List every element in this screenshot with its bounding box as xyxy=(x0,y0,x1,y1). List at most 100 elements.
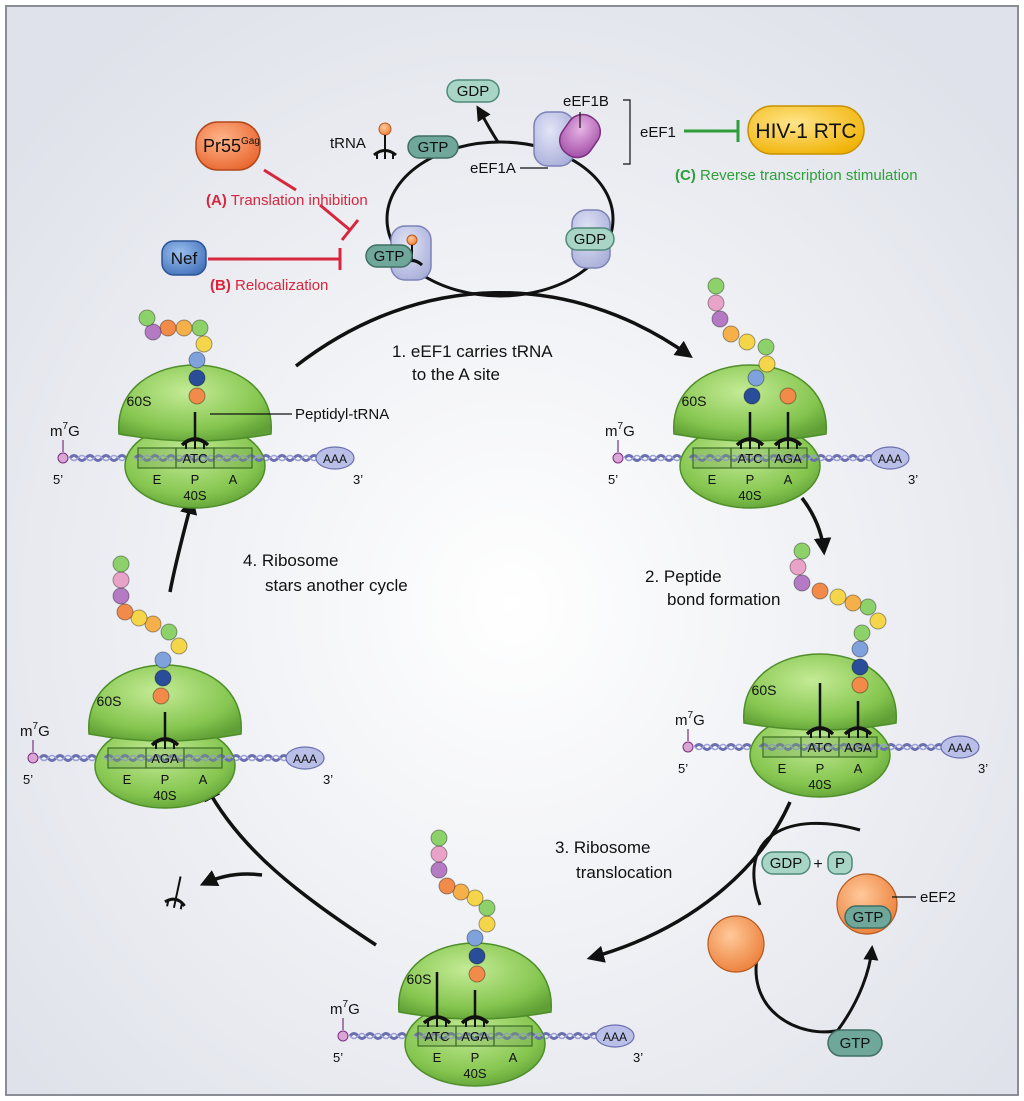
amino-acid-bead xyxy=(793,574,811,592)
gdp-pill-top xyxy=(446,79,500,103)
gdp-pill-right-label: GDP xyxy=(574,231,607,248)
main-cycle-arrows xyxy=(168,291,832,963)
step4-line2: stars another cycle xyxy=(265,576,408,595)
amino-acid-bead xyxy=(811,582,829,600)
three-prime-label: 3’ xyxy=(353,472,363,487)
label-b-text: Relocalization xyxy=(231,277,329,294)
eef2-input-gtp-label: GTP xyxy=(840,1035,871,1052)
cap-label: m7G xyxy=(675,710,705,729)
poly-a-label: AAA xyxy=(603,1030,627,1044)
site-letter: P xyxy=(471,1050,480,1065)
eef2-cycle-bottom xyxy=(754,944,841,1034)
trna-anticodon-arm xyxy=(735,437,765,447)
label-40s: 40S xyxy=(153,788,176,803)
cap-dot xyxy=(337,1030,349,1042)
amino-acid-bead xyxy=(112,587,130,605)
poly-a-tail xyxy=(870,446,910,470)
eef2-p-label: P xyxy=(835,855,845,872)
amino-acid-bead xyxy=(851,658,869,676)
site-letter: E xyxy=(708,472,717,487)
pr55-inhibit-line-1 xyxy=(263,168,297,192)
cap-label: m7G xyxy=(330,999,360,1018)
amino-acid-bead xyxy=(869,612,887,630)
amino-acid-bead xyxy=(707,294,725,312)
amino-acid-bead xyxy=(438,877,456,895)
step4-line1: 4. Ribosome xyxy=(243,551,338,570)
nef-box xyxy=(161,240,207,276)
aa-on-trna xyxy=(406,234,418,246)
site-letter: A xyxy=(854,761,863,776)
pr55-gag-label: Pr55Gag xyxy=(203,136,260,156)
amino-acid-bead xyxy=(853,624,871,642)
amino-acid-bead xyxy=(789,558,807,576)
site-letter: P xyxy=(746,472,755,487)
cap-dot xyxy=(612,452,624,464)
eef2-gdp-pill xyxy=(761,851,811,875)
amino-acid-bead xyxy=(188,351,206,369)
eef2-plus: + xyxy=(813,856,822,873)
codon-label: AGA xyxy=(774,451,802,466)
site-letter: E xyxy=(433,1050,442,1065)
site-e-box xyxy=(692,447,732,469)
cap-g: G xyxy=(348,1001,360,1018)
label-c-text: Reverse transcription stimulation xyxy=(696,167,918,184)
five-prime-label: 5’ xyxy=(53,472,63,487)
five-prime-label: 5’ xyxy=(333,1050,343,1065)
amino-acid-bead xyxy=(152,687,170,705)
trna-anticodon-arm xyxy=(150,737,180,747)
label-b: (B) Relocalization xyxy=(210,277,328,294)
codon-label: ATC xyxy=(737,451,762,466)
amino-acid-bead xyxy=(722,325,740,343)
site-letter: A xyxy=(784,472,793,487)
amino-acid-bead xyxy=(144,323,162,341)
trna-anticodon-arm xyxy=(460,1015,490,1025)
free-trna xyxy=(373,122,397,159)
eef1-bracket xyxy=(623,99,631,165)
label-a: (A) Translation inhibition xyxy=(206,192,368,209)
label-b-letter: (B) xyxy=(210,277,231,294)
cap-dot xyxy=(27,752,39,764)
arrow-step-1 xyxy=(294,291,693,368)
cap-7: 7 xyxy=(33,721,39,732)
amino-acid-bead xyxy=(116,603,134,621)
amino-acid-bead xyxy=(851,676,869,694)
mrna-strand-b xyxy=(104,754,234,762)
site-letter: P xyxy=(816,761,825,776)
codon-label: AGA xyxy=(151,751,179,766)
amino-acid-bead xyxy=(758,355,776,373)
label-c-letter: (C) xyxy=(675,167,696,184)
amino-acid-bead xyxy=(191,319,209,337)
cap-m: m xyxy=(675,712,688,729)
poly-a-label: AAA xyxy=(293,752,317,766)
amino-acid-bead xyxy=(130,609,148,627)
step2-line2: bond formation xyxy=(667,590,780,609)
step3-line1: 3. Ribosome xyxy=(555,838,650,857)
amino-acid-bead xyxy=(144,615,162,633)
cap-m: m xyxy=(330,1001,343,1018)
site-letter: A xyxy=(509,1050,518,1065)
codon-label: ATC xyxy=(807,740,832,755)
eef2-cycle: GTP eEF2 GDP + P GTP xyxy=(707,821,956,1057)
amino-acid-bead xyxy=(743,387,761,405)
pr55-text: Pr55 xyxy=(203,136,241,156)
arrow-step-3 xyxy=(586,801,792,963)
mrna-strand-b xyxy=(689,454,819,462)
amino-acid-bead xyxy=(138,309,156,327)
trna-anticodon-arm xyxy=(805,726,835,736)
site-a-box xyxy=(213,447,253,469)
pr55-gag-box xyxy=(195,121,261,171)
amino-acid-bead xyxy=(188,369,206,387)
eef2-input-gtp-pill xyxy=(827,1029,883,1057)
pr55-inhibit-line-2 xyxy=(319,203,351,232)
label-60s: 60S xyxy=(127,393,152,409)
peptidyl-trna-label: Peptidyl-tRNA xyxy=(295,406,389,423)
eef2-cycle-top xyxy=(752,821,861,906)
gdp-release-arrow xyxy=(476,105,500,143)
codon-label: AGA xyxy=(844,740,872,755)
amino-acid-bead xyxy=(430,845,448,863)
gdp-pill-top-label: GDP xyxy=(457,83,490,100)
large-subunit-60s xyxy=(88,664,242,742)
poly-a-tail xyxy=(285,746,325,770)
